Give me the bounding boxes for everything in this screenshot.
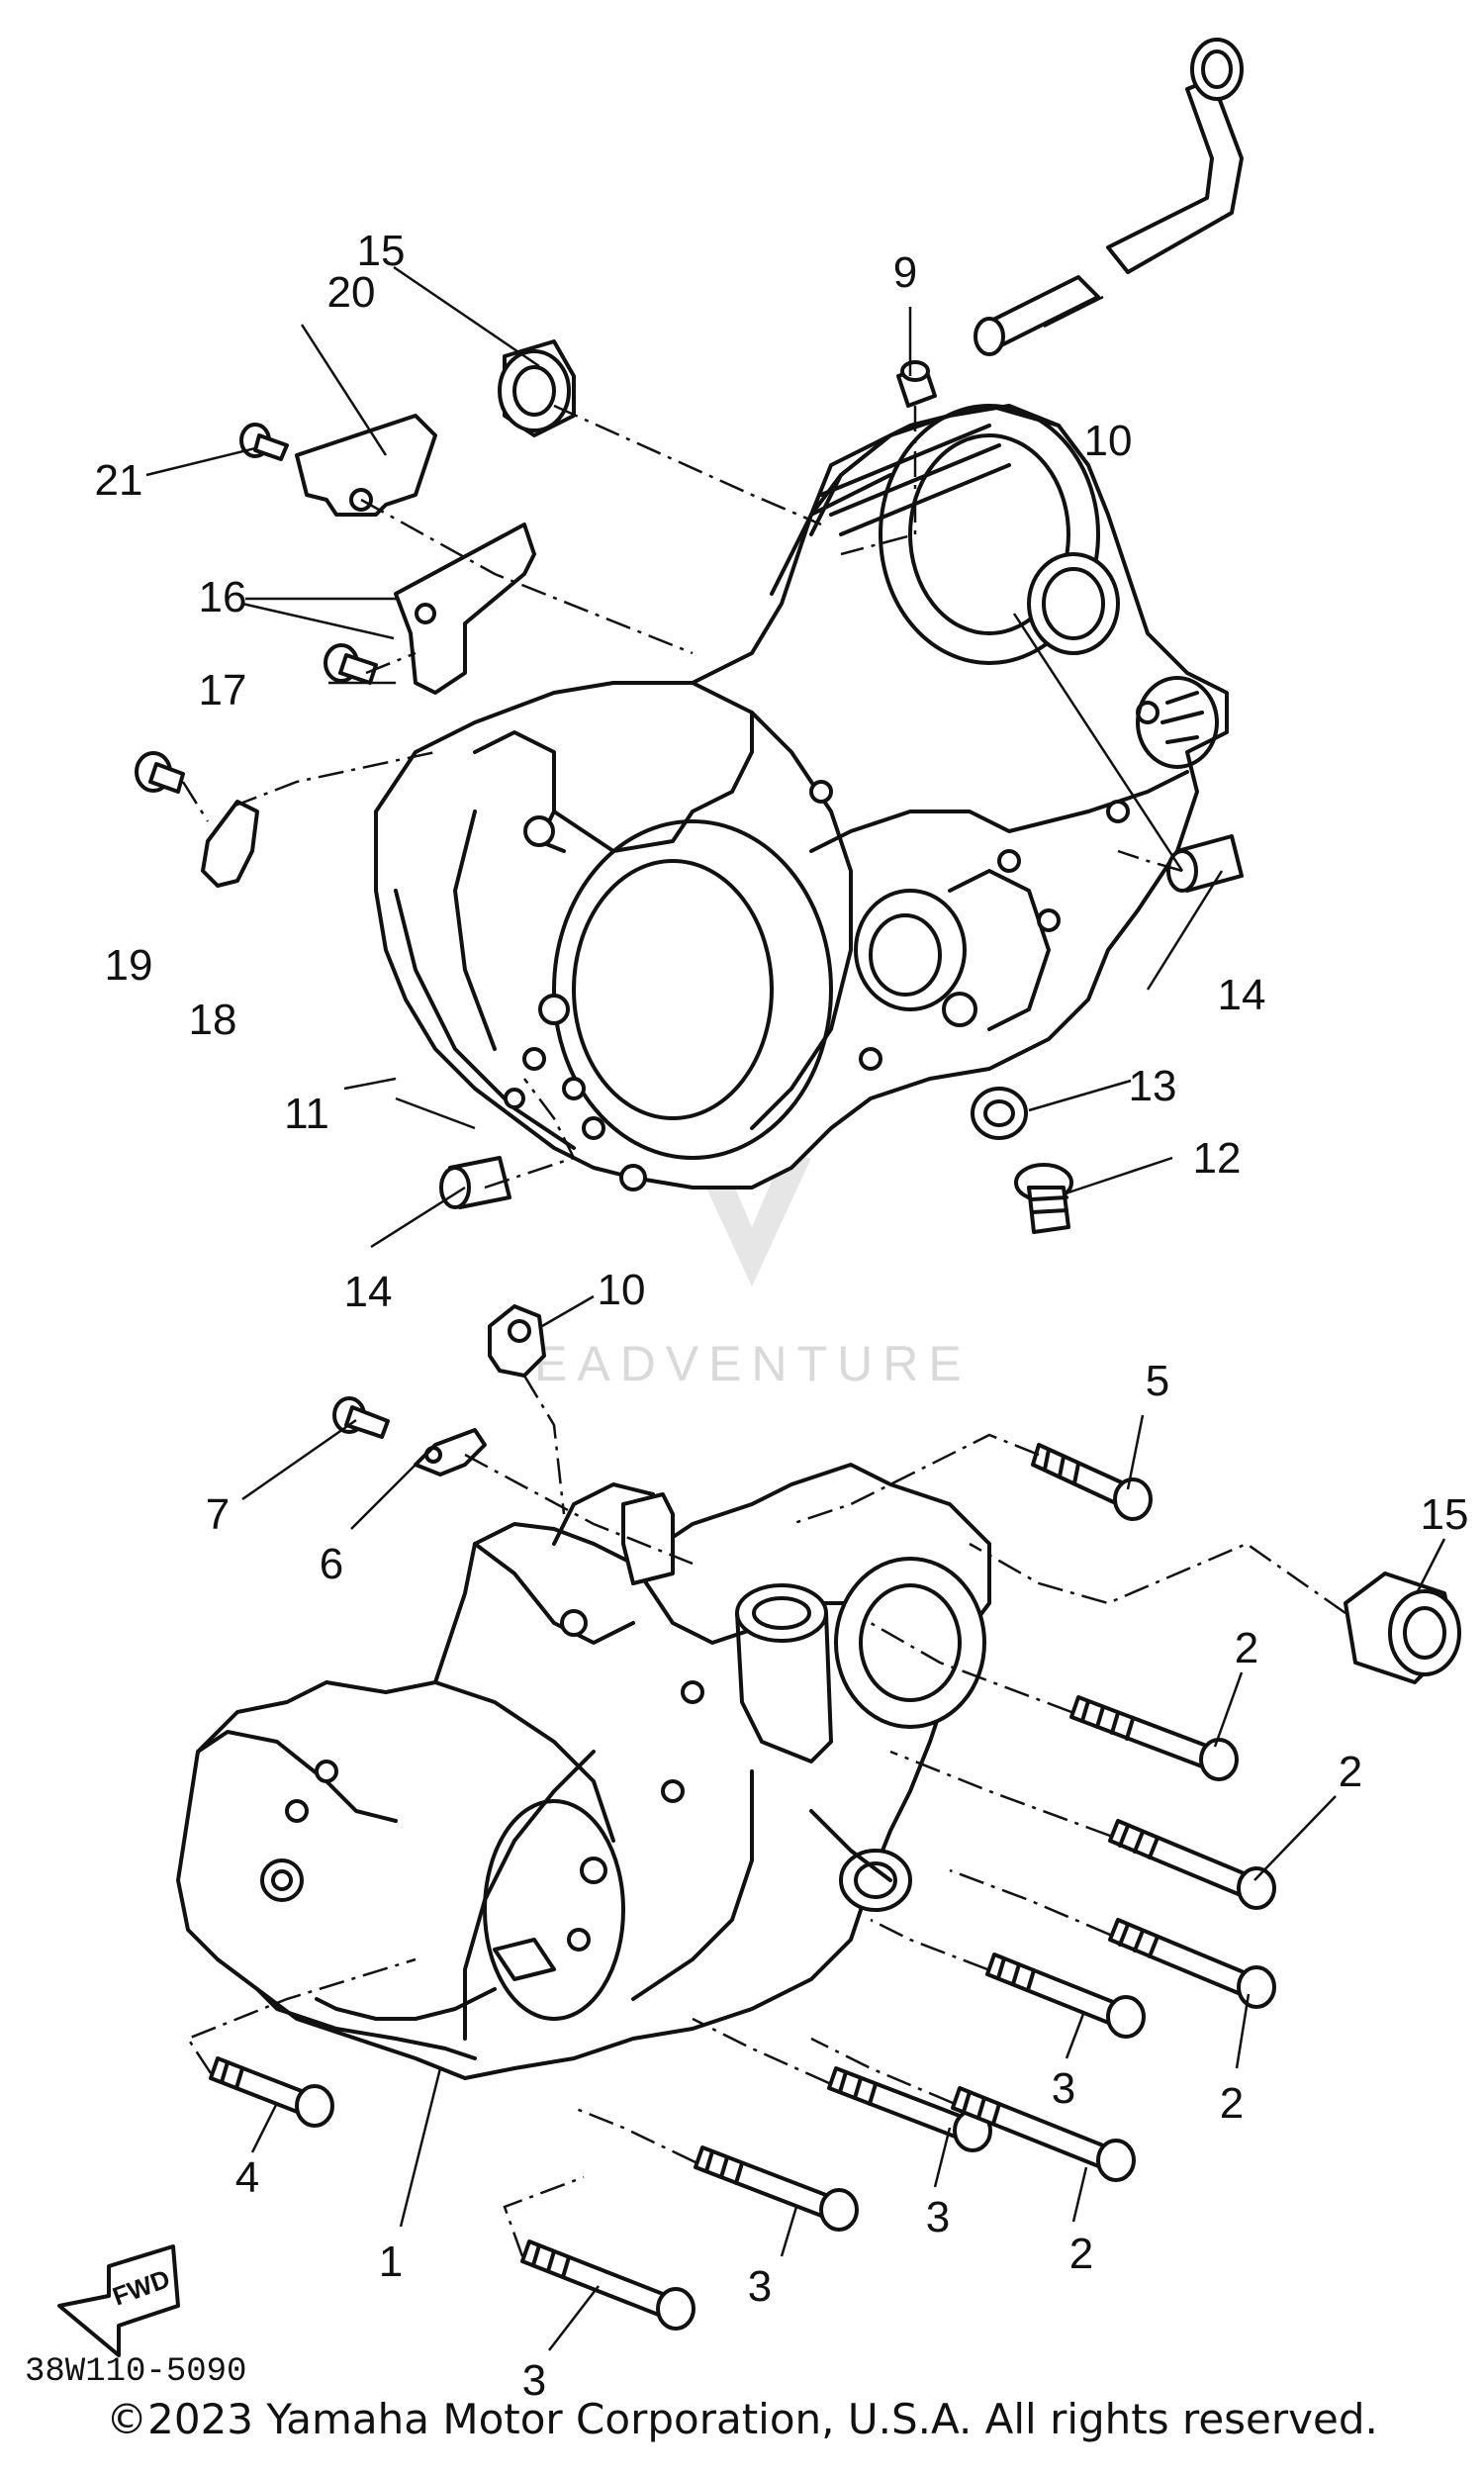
callout-7: 7: [206, 1490, 230, 1539]
callout-14-right: 14: [1218, 971, 1266, 1019]
bearing-15-upper[interactable]: [498, 339, 576, 437]
screw-21[interactable]: [239, 423, 289, 461]
breather-hose-9[interactable]: [974, 38, 1244, 356]
bolt-2-b[interactable]: [1108, 1819, 1276, 1910]
bolt-5[interactable]: [1031, 1443, 1153, 1521]
bolt-3-c[interactable]: [694, 2145, 859, 2232]
callout-13: 13: [1129, 1062, 1177, 1110]
callout-4: 4: [235, 2153, 259, 2202]
copyright-notice: ©2023 Yamaha Motor Corporation, U.S.A. A…: [106, 2395, 1378, 2443]
leader-lines: [181, 404, 1346, 2257]
callout-1: 1: [379, 2238, 403, 2286]
callout-8: 9: [893, 248, 917, 297]
callout-19: 19: [105, 941, 153, 990]
callout-leaders: [145, 265, 1446, 2351]
callout-6: 6: [320, 1540, 343, 1588]
callout-3-c: 3: [748, 2262, 772, 2311]
drawing-code: 38W110-5090: [25, 2353, 246, 2391]
bracket-16[interactable]: [394, 523, 536, 695]
dowel-pin-14-lower[interactable]: [439, 1156, 511, 1209]
callout-10: 10: [598, 1266, 646, 1314]
bolt-3-d[interactable]: [520, 2239, 696, 2331]
bolt-2-d[interactable]: [951, 2086, 1136, 2182]
holder-18[interactable]: [201, 800, 259, 888]
drain-plug-12[interactable]: [1014, 1163, 1073, 1234]
callout-2-b: 2: [1339, 1748, 1362, 1796]
crankcase-right-half-11[interactable]: [374, 404, 1229, 1191]
callout-labels: 15 20 9 10 21 16 17 19 18 14 11 13 12 14…: [95, 227, 1469, 2405]
callout-20: 20: [327, 268, 376, 317]
gasket-washer-13[interactable]: [971, 1087, 1028, 1140]
callout-18: 18: [189, 996, 237, 1044]
callout-17: 17: [199, 666, 247, 715]
callout-15-upper: 15: [357, 227, 406, 275]
plate-6[interactable]: [414, 1428, 487, 1477]
callout-11: 11: [284, 1090, 329, 1138]
fwd-arrow-icon: FWD: [57, 2244, 180, 2357]
callout-3-d: 3: [522, 2356, 546, 2405]
callout-14-lower: 14: [344, 1268, 393, 1316]
callout-3-b: 3: [926, 2193, 950, 2241]
bolt-2-a[interactable]: [1069, 1695, 1239, 1781]
watermark: EADVENTURE: [534, 1158, 972, 1391]
bolt-17[interactable]: [324, 643, 378, 685]
callout-5: 5: [1146, 1357, 1169, 1405]
crankcase-left-half-1[interactable]: [176, 1463, 991, 2080]
watermark-text: EADVENTURE: [534, 1336, 972, 1391]
screw-7[interactable]: [332, 1396, 390, 1439]
bolt-2-c[interactable]: [1108, 1918, 1276, 2009]
callout-3-a: 3: [1052, 2064, 1075, 2113]
callout-2-c: 2: [1220, 2079, 1244, 2128]
callout-16: 16: [199, 573, 247, 621]
callout-12: 12: [1193, 1134, 1242, 1183]
clamp-plate-20[interactable]: [295, 414, 437, 517]
bearing-15-lower[interactable]: [1344, 1572, 1461, 1684]
callout-2-a: 2: [1235, 1624, 1258, 1672]
callout-9: 10: [1084, 417, 1133, 465]
callout-2-d: 2: [1069, 2230, 1093, 2278]
bolt-4[interactable]: [209, 2056, 334, 2128]
clamp-10[interactable]: [488, 1304, 546, 1378]
callout-15-lower: 15: [1421, 1490, 1469, 1539]
bolt-19[interactable]: [135, 751, 185, 794]
bolt-3-a[interactable]: [985, 1953, 1146, 2039]
callout-21: 21: [95, 456, 143, 505]
breather-fitting-8[interactable]: [896, 360, 937, 408]
